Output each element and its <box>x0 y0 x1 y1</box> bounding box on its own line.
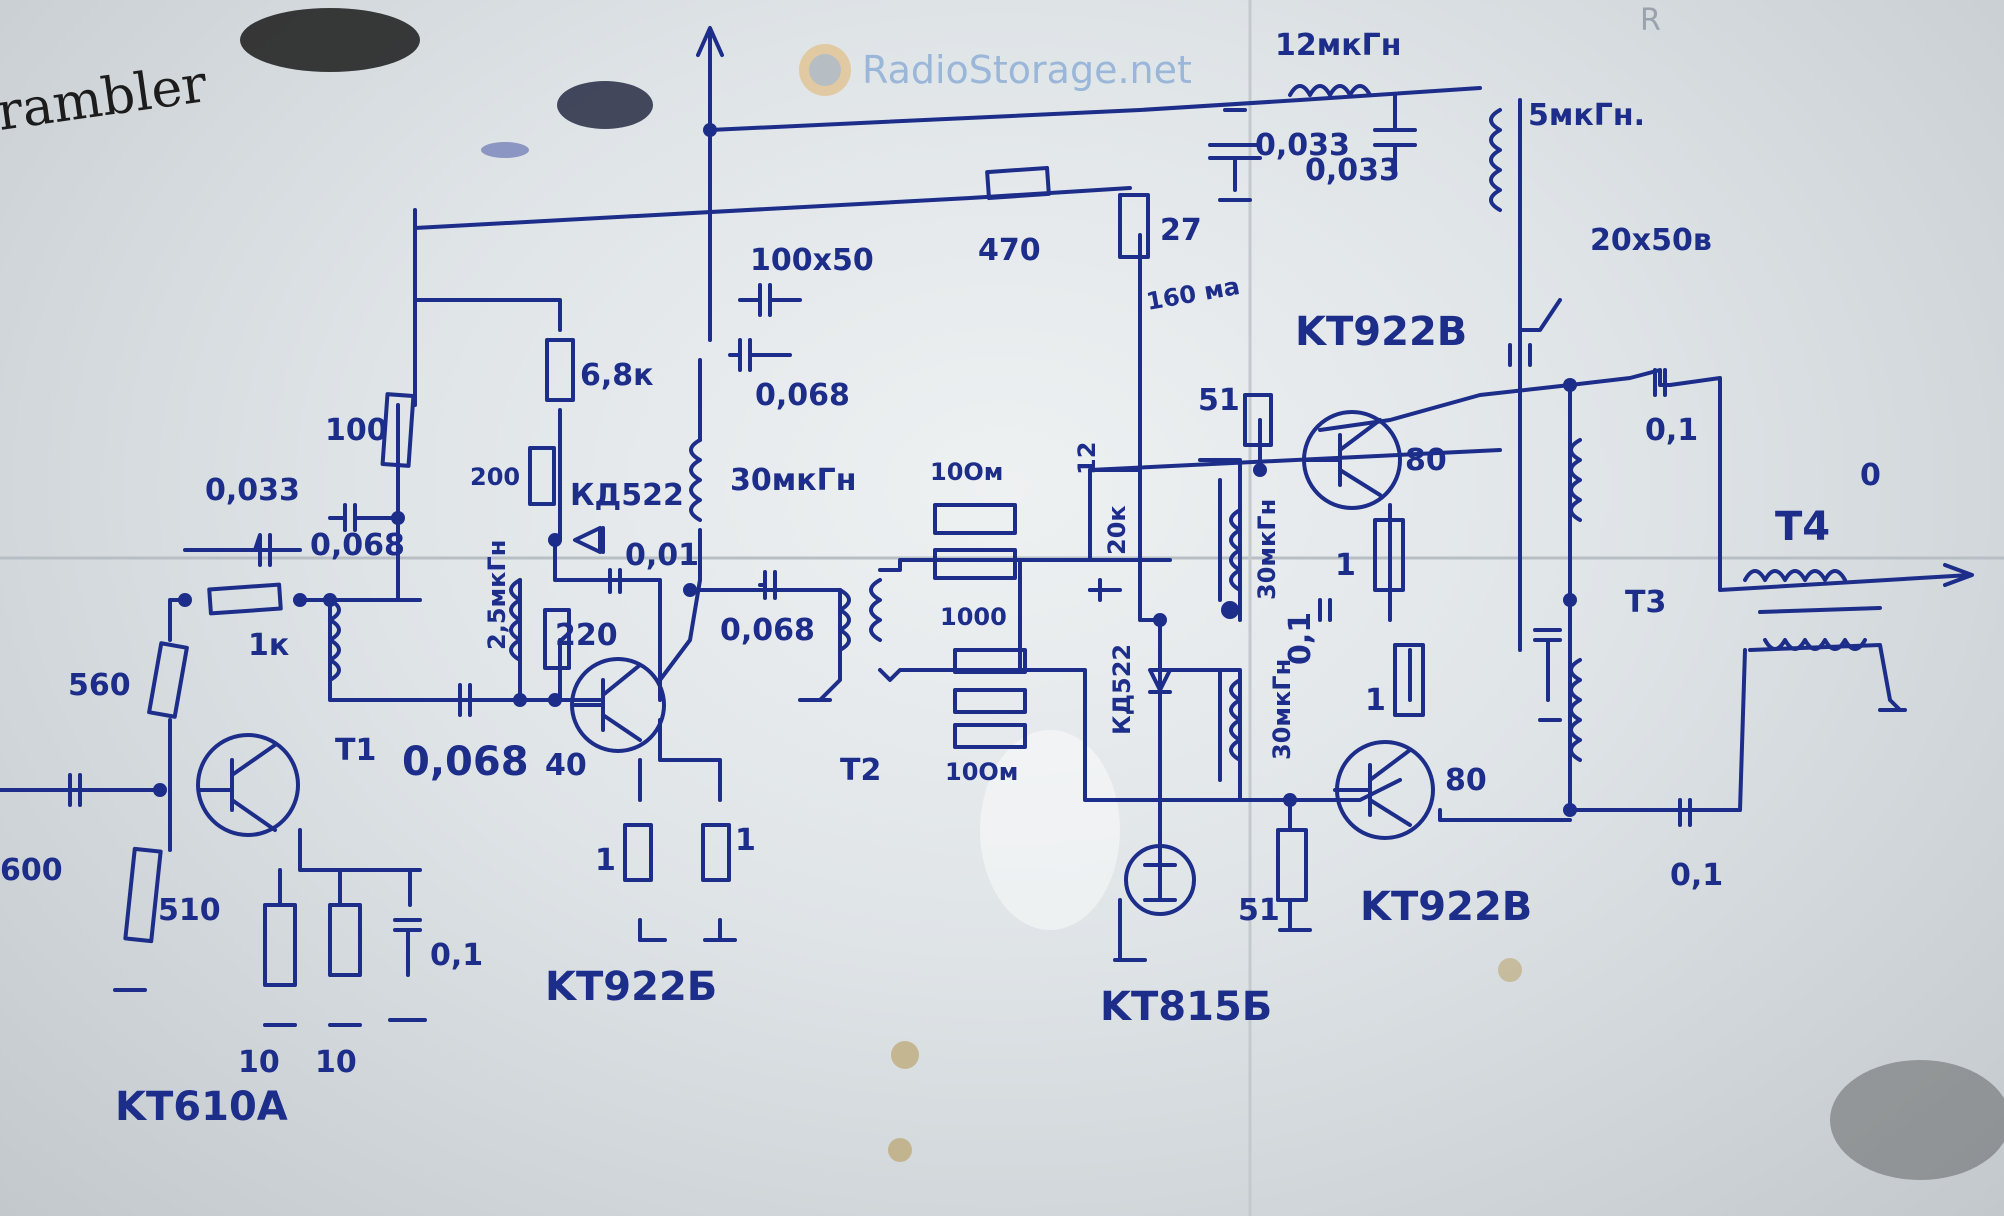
corner-letter: R <box>1640 3 1661 38</box>
label-inductor-25uh: 2,5мкГн <box>483 540 511 650</box>
label-res-1-a: 1 <box>595 843 616 878</box>
label-t4: Т4 <box>1775 504 1830 550</box>
label-res-6k8: 6,8к <box>580 358 654 393</box>
label-res-1-mid: 1 <box>1365 683 1386 718</box>
label-res-27: 27 <box>1160 213 1202 248</box>
label-kt815b: KT815Б <box>1100 984 1272 1030</box>
label-inductor-30uh-c: 30мкГн <box>1268 659 1296 760</box>
antenna-arrow <box>696 26 724 57</box>
label-num-0: 0 <box>1860 458 1881 493</box>
label-res-560: 560 <box>68 668 131 703</box>
ground-symbols <box>113 198 1907 1027</box>
label-cap-100x50: 100x50 <box>750 243 874 278</box>
output-arrow <box>1943 563 1974 587</box>
label-cap-01-left: 0,1 <box>430 938 483 973</box>
label-res-1k: 1к <box>248 628 289 663</box>
label-kt922v-top: KT922В <box>1295 309 1467 355</box>
label-t1: Т1 <box>335 733 376 768</box>
transistors <box>196 410 1435 916</box>
label-res-220: 220 <box>555 618 618 653</box>
label-inductor-30uh-b: 30мкГн <box>1253 499 1281 600</box>
transistor-kt922v-top <box>1302 410 1402 510</box>
label-cap-0033-a: 0,033 <box>1255 128 1350 163</box>
label-kt922v-bottom: KT922В <box>1360 884 1532 930</box>
label-inductor-30uh: 30мкГн <box>730 463 856 498</box>
label-cap-01-right: 0,1 <box>1645 413 1698 448</box>
label-cap-0068-mid: 0,068 <box>720 613 815 648</box>
wiring <box>0 28 1972 962</box>
label-inductor-12uh: 12мкГн <box>1275 28 1401 63</box>
label-cap-0033-left: 0,033 <box>205 473 300 508</box>
label-kt922b: KT922Б <box>545 964 717 1010</box>
junction-dots <box>153 123 1577 817</box>
inductors <box>328 84 1882 782</box>
label-res-470: 470 <box>978 233 1041 268</box>
label-res-1-b: 1 <box>735 823 756 858</box>
label-cap-001: 0,01 <box>625 538 699 573</box>
watermark-logo <box>799 44 851 96</box>
label-t3: Т3 <box>1625 585 1666 620</box>
label-num-80-top: 80 <box>1405 443 1447 478</box>
label-res-510: 510 <box>158 893 221 928</box>
label-res-200: 200 <box>470 463 520 491</box>
label-diode-kd522-b: КД522 <box>1108 644 1136 735</box>
label-res-1-top: 1 <box>1335 548 1356 583</box>
watermark-text: RadioStorage.net <box>862 48 1192 92</box>
label-kt610a: KT610А <box>115 1084 288 1130</box>
label-num-80-bot: 80 <box>1445 763 1487 798</box>
label-diode-kd522-a: КД522 <box>570 478 684 513</box>
label-res-51-top: 51 <box>1198 383 1240 418</box>
label-current-160ma: 160 ма <box>1144 272 1242 316</box>
label-source-600: 600 <box>0 853 63 888</box>
label-res-100: 100 <box>325 413 388 448</box>
label-res-10ohm-bot: 10Ом <box>945 758 1018 786</box>
label-res-10-a: 10 <box>238 1045 280 1080</box>
label-cap-01-mid: 0,1 <box>1283 612 1318 665</box>
label-res-1000: 1000 <box>940 603 1007 631</box>
label-t2: Т2 <box>840 753 881 788</box>
ink-stains <box>240 8 2004 1180</box>
capacitors <box>68 93 1692 977</box>
label-res-10-b: 10 <box>315 1045 357 1080</box>
label-cap-01-bottom: 0,1 <box>1670 858 1723 893</box>
label-cap-0033-b: 0,033 <box>1305 153 1400 188</box>
label-cap-0068-bot: 0,068 <box>402 739 529 785</box>
transistor-kt922v-bottom <box>1333 740 1435 840</box>
label-cap-0068-top: 0,068 <box>755 378 850 413</box>
transistor-kt610a <box>196 733 300 837</box>
label-res-20k: 20к <box>1103 505 1131 555</box>
label-inductor-5uh: 5мкГн. <box>1528 98 1645 133</box>
label-cap-20x50v: 20x50в <box>1590 223 1712 258</box>
resistors <box>123 165 1425 987</box>
label-res-51-bot: 51 <box>1238 893 1280 928</box>
label-res-10ohm-top: 10Ом <box>930 458 1003 486</box>
label-cap-0068-left: 0,068 <box>310 528 405 563</box>
label-res-12: 12 <box>1073 442 1101 475</box>
labels: 12мкГн 5мкГн. 0,033 0,033 470 27 160 ма … <box>0 28 1881 1130</box>
diodes <box>573 526 1172 694</box>
transistor-kt922b <box>570 657 666 753</box>
label-num-40: 40 <box>545 748 587 783</box>
transistor-kt815b <box>1124 844 1196 916</box>
scribble-text: rambler <box>0 54 211 143</box>
